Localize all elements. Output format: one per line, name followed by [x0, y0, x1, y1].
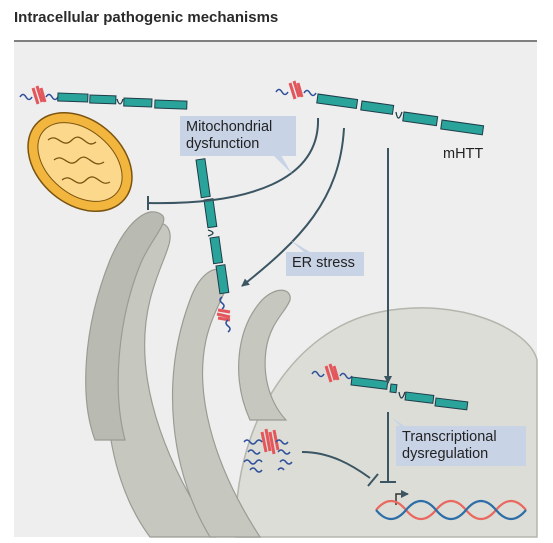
nucleus	[235, 307, 538, 538]
arrow-to-er	[241, 127, 345, 287]
tx-line-1: Transcriptional	[402, 429, 497, 445]
inhibition-arrow-mitochondria	[147, 117, 320, 210]
mhtt-label: mHTT	[443, 146, 484, 162]
er-stress-box	[286, 252, 364, 276]
mhtt-protein-top-left	[19, 85, 188, 110]
mhtt-protein-er	[195, 158, 231, 333]
tx-line-2: dysregulation	[402, 446, 489, 462]
transcriptional-dysregulation-label: Transcriptional dysregulation	[396, 426, 526, 466]
er-stress-label: ER stress	[292, 255, 355, 271]
mhtt-aggregate-cluster	[243, 428, 293, 473]
figure-title: Intracellular pathogenic mechanisms	[14, 9, 279, 26]
mitochondrial-dysfunction-label: Mitochondrial dysfunction	[180, 116, 296, 156]
mito-line-2: dysfunction	[186, 136, 260, 152]
inhibition-arrow-transcription	[301, 412, 396, 487]
mhtt-protein-nucleus	[311, 363, 469, 411]
dna-helix	[375, 499, 527, 521]
mito-line-1: Mitochondrial	[186, 119, 273, 135]
mhtt-protein-top-right	[275, 80, 485, 136]
mitochondrion	[27, 112, 133, 212]
endoplasmic-reticulum	[85, 211, 291, 538]
diagram-panel	[14, 40, 537, 539]
